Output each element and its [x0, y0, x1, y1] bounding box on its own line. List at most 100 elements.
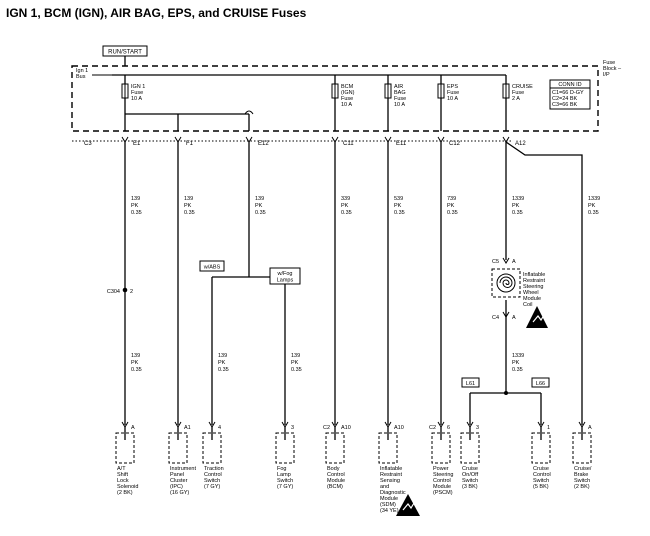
- component-term-label: 3: [291, 425, 294, 431]
- connector-pin: [384, 136, 392, 143]
- pin-label: A12: [515, 141, 526, 147]
- component-label: Switch: [574, 478, 590, 484]
- component-label: Fog: [277, 466, 286, 472]
- component-label: (7 GY): [277, 484, 293, 490]
- option-abs-label: w/ABS: [203, 265, 221, 271]
- fuse-block-label-1: Fuse: [603, 60, 615, 66]
- esd-hand-icon: [532, 314, 545, 323]
- wire-label: PK: [255, 203, 263, 209]
- fuse-label: Fuse: [512, 90, 524, 96]
- component-label: Control: [204, 472, 222, 478]
- pin-label: E11: [396, 141, 407, 147]
- pin-label: C11: [343, 141, 354, 147]
- fuse-label: 2 A: [512, 96, 520, 102]
- wire-label: PK: [218, 360, 226, 366]
- component-label: (SDM): [380, 502, 396, 508]
- fuse-label: BAG: [394, 90, 406, 96]
- component-term-label: 4: [218, 425, 221, 431]
- coil-label: Coil: [523, 302, 532, 308]
- coil-bottom-pin: C4: [492, 315, 499, 321]
- ign1-bus-label-2: Bus: [76, 74, 86, 80]
- wire-cruise-brake: [505, 141, 583, 425]
- conn-id-c1: C1=66 D-GY: [552, 90, 584, 96]
- wire-label: PK: [131, 203, 139, 209]
- fuse-block-label-2: Block –: [603, 66, 622, 72]
- wire-label: 339: [341, 196, 350, 202]
- component-label: On/Off: [462, 472, 479, 478]
- wire-label: 0.35: [447, 210, 458, 216]
- component-label: Control: [533, 472, 551, 478]
- conn-id-title: CONN ID: [558, 82, 581, 88]
- pin-label: E12: [258, 141, 269, 147]
- conn-id-c2: C2=24 BK: [552, 96, 578, 102]
- component-box: [275, 432, 295, 464]
- wire-label: 1339: [588, 196, 600, 202]
- component-label: (3 BK): [462, 484, 478, 490]
- component-label: Instrument: [170, 466, 196, 472]
- wire-label: 539: [394, 196, 403, 202]
- fuse-block-label-3: I/P: [603, 72, 610, 78]
- wire-label: PK: [291, 360, 299, 366]
- wire-label: 1339: [512, 353, 524, 359]
- component-label: Control: [433, 478, 451, 484]
- component-label: Restraint: [380, 472, 402, 478]
- wire-label: 0.35: [512, 367, 523, 373]
- component-label: Module: [327, 478, 345, 484]
- l66-box: [531, 377, 550, 388]
- wire-label: 0.35: [394, 210, 405, 216]
- component-label: Traction: [204, 466, 224, 472]
- fuse-label: 10 A: [131, 96, 142, 102]
- coil-label: Inflatable: [523, 272, 545, 278]
- component-label: (IPC): [170, 484, 183, 490]
- component-label: Switch: [462, 478, 478, 484]
- pin-label: C12: [449, 141, 461, 147]
- component-term-label: 1: [547, 425, 550, 431]
- coil-label: Module: [523, 296, 541, 302]
- component-label: Cluster: [170, 478, 188, 484]
- component-label: and: [380, 484, 389, 490]
- wire-label: 0.35: [131, 367, 142, 373]
- coil-bottom-connector: [502, 311, 510, 318]
- fuse-label: 10 A: [394, 102, 405, 108]
- component-label: Sensing: [380, 478, 400, 484]
- wire-crossover: [244, 110, 254, 115]
- wire-label: PK: [512, 360, 520, 366]
- conn-id-c3: C3=66 BK: [552, 102, 578, 108]
- component-label: (BCM): [327, 484, 343, 490]
- component-label: (34 YE): [380, 508, 399, 514]
- connector-pin: [331, 136, 339, 143]
- component-term-label: 3: [476, 425, 479, 431]
- wire-label: 0.35: [512, 210, 523, 216]
- component-box: [202, 432, 222, 464]
- component-label: (2 BK): [574, 484, 590, 490]
- l61-box: [461, 377, 480, 388]
- component-term-label: A10: [394, 425, 404, 431]
- l61-label: L61: [466, 381, 475, 387]
- cruise-split-dot: [504, 391, 508, 395]
- wire-label: 139: [184, 196, 193, 202]
- coil-bottom-term: A: [512, 315, 516, 321]
- wire-label: PK: [184, 203, 192, 209]
- wire-label: 139: [218, 353, 227, 359]
- fuse-label: CRUISE: [512, 84, 533, 90]
- wire-label: PK: [131, 360, 139, 366]
- component-label: Cruise/: [574, 466, 592, 472]
- component-label: Panel: [170, 472, 184, 478]
- wire-label: PK: [394, 203, 402, 209]
- fuse-label: 10 A: [341, 102, 352, 108]
- wire-label: 1339: [512, 196, 524, 202]
- component-box: [325, 432, 345, 464]
- component-label: (PSCM): [433, 490, 453, 496]
- component-label: Module: [433, 484, 451, 490]
- l66-label: L66: [536, 381, 545, 387]
- fuse-label: BCM: [341, 84, 354, 90]
- component-label: Power: [433, 466, 449, 472]
- component-label: Solenoid: [117, 484, 138, 490]
- connector-pin: [121, 136, 129, 143]
- component-label: Cruise: [462, 466, 478, 472]
- fuse-label: EPS: [447, 84, 458, 90]
- coil-top-connector: [502, 257, 510, 264]
- coil-label: Wheel: [523, 290, 539, 296]
- option-fog-label: w/Fog: [277, 271, 293, 277]
